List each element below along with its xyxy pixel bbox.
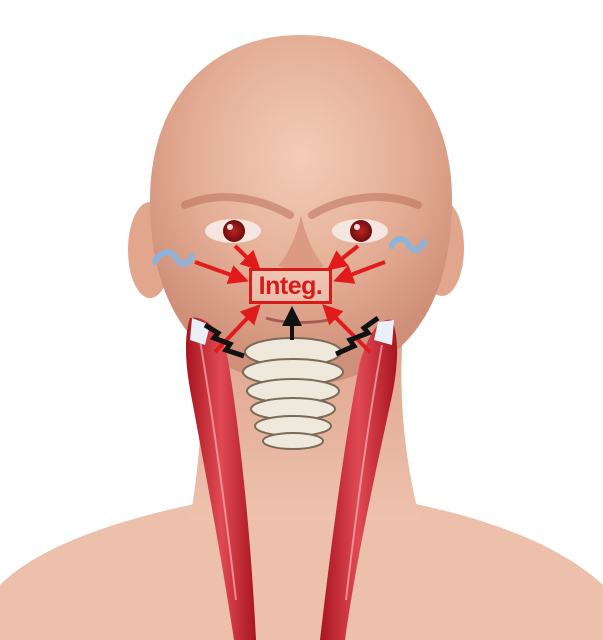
left-eye — [205, 219, 261, 243]
right-eye — [332, 219, 388, 243]
integration-label: Integ. — [249, 268, 332, 304]
